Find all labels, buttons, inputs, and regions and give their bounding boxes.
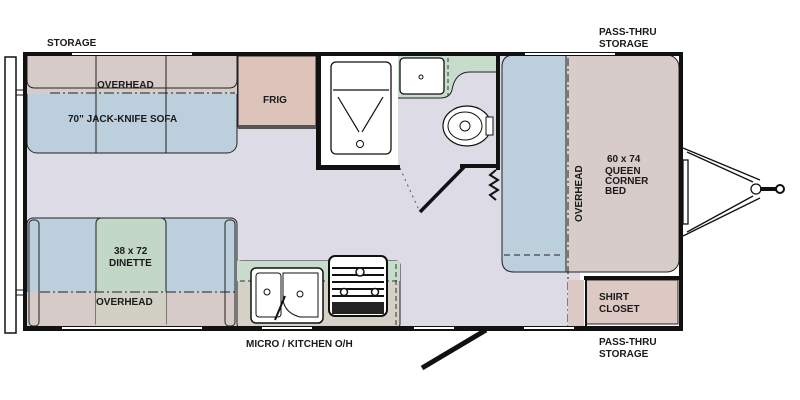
walls: [23, 52, 683, 331]
queen-corner-bed: [501, 54, 680, 330]
entry-door[interactable]: [420, 327, 488, 371]
jack-knife-sofa: [26, 55, 238, 154]
label-pass-thru-top-2: STORAGE: [599, 39, 649, 50]
label-bed-2: CORNER: [605, 176, 649, 187]
label-bed-size: 60 x 74: [607, 154, 641, 165]
label-overhead-bed: OVERHEAD: [574, 165, 585, 222]
dinette: [26, 217, 238, 329]
label-pass-thru-bottom-2: STORAGE: [599, 349, 649, 360]
bath-door[interactable]: [418, 163, 468, 214]
curtain: [488, 169, 500, 201]
label-closet-2: CLOSET: [599, 304, 640, 315]
rear-bumper: [4, 56, 17, 334]
label-dinette: DINETTE: [109, 258, 152, 269]
label-bed-1: QUEEN: [605, 166, 641, 177]
label-overhead-dinette: OVERHEAD: [96, 297, 153, 308]
stove: [328, 255, 388, 317]
refrigerator: [237, 55, 317, 128]
label-sofa: 70" JACK-KNIFE SOFA: [68, 114, 177, 125]
kitchen-sink: [250, 267, 324, 324]
label-bed-3: BED: [605, 186, 626, 197]
bathroom-sink: [399, 57, 445, 95]
label-pass-thru-bottom-1: PASS-THRU: [599, 337, 657, 348]
label-dinette-size: 38 x 72: [114, 246, 148, 257]
label-overhead-sofa: OVERHEAD: [97, 80, 154, 91]
label-pass-thru-top-1: PASS-THRU: [599, 27, 657, 38]
label-frig: FRIG: [263, 95, 287, 106]
label-kitchen-oh: MICRO / KITCHEN O/H: [246, 339, 353, 350]
shirt-closet: [585, 279, 679, 325]
trailer-hitch: [682, 147, 785, 237]
kitchen-counter: [236, 255, 401, 329]
toilet: [442, 105, 494, 147]
label-storage: STORAGE: [47, 38, 97, 49]
label-closet-1: SHIRT: [599, 292, 629, 303]
